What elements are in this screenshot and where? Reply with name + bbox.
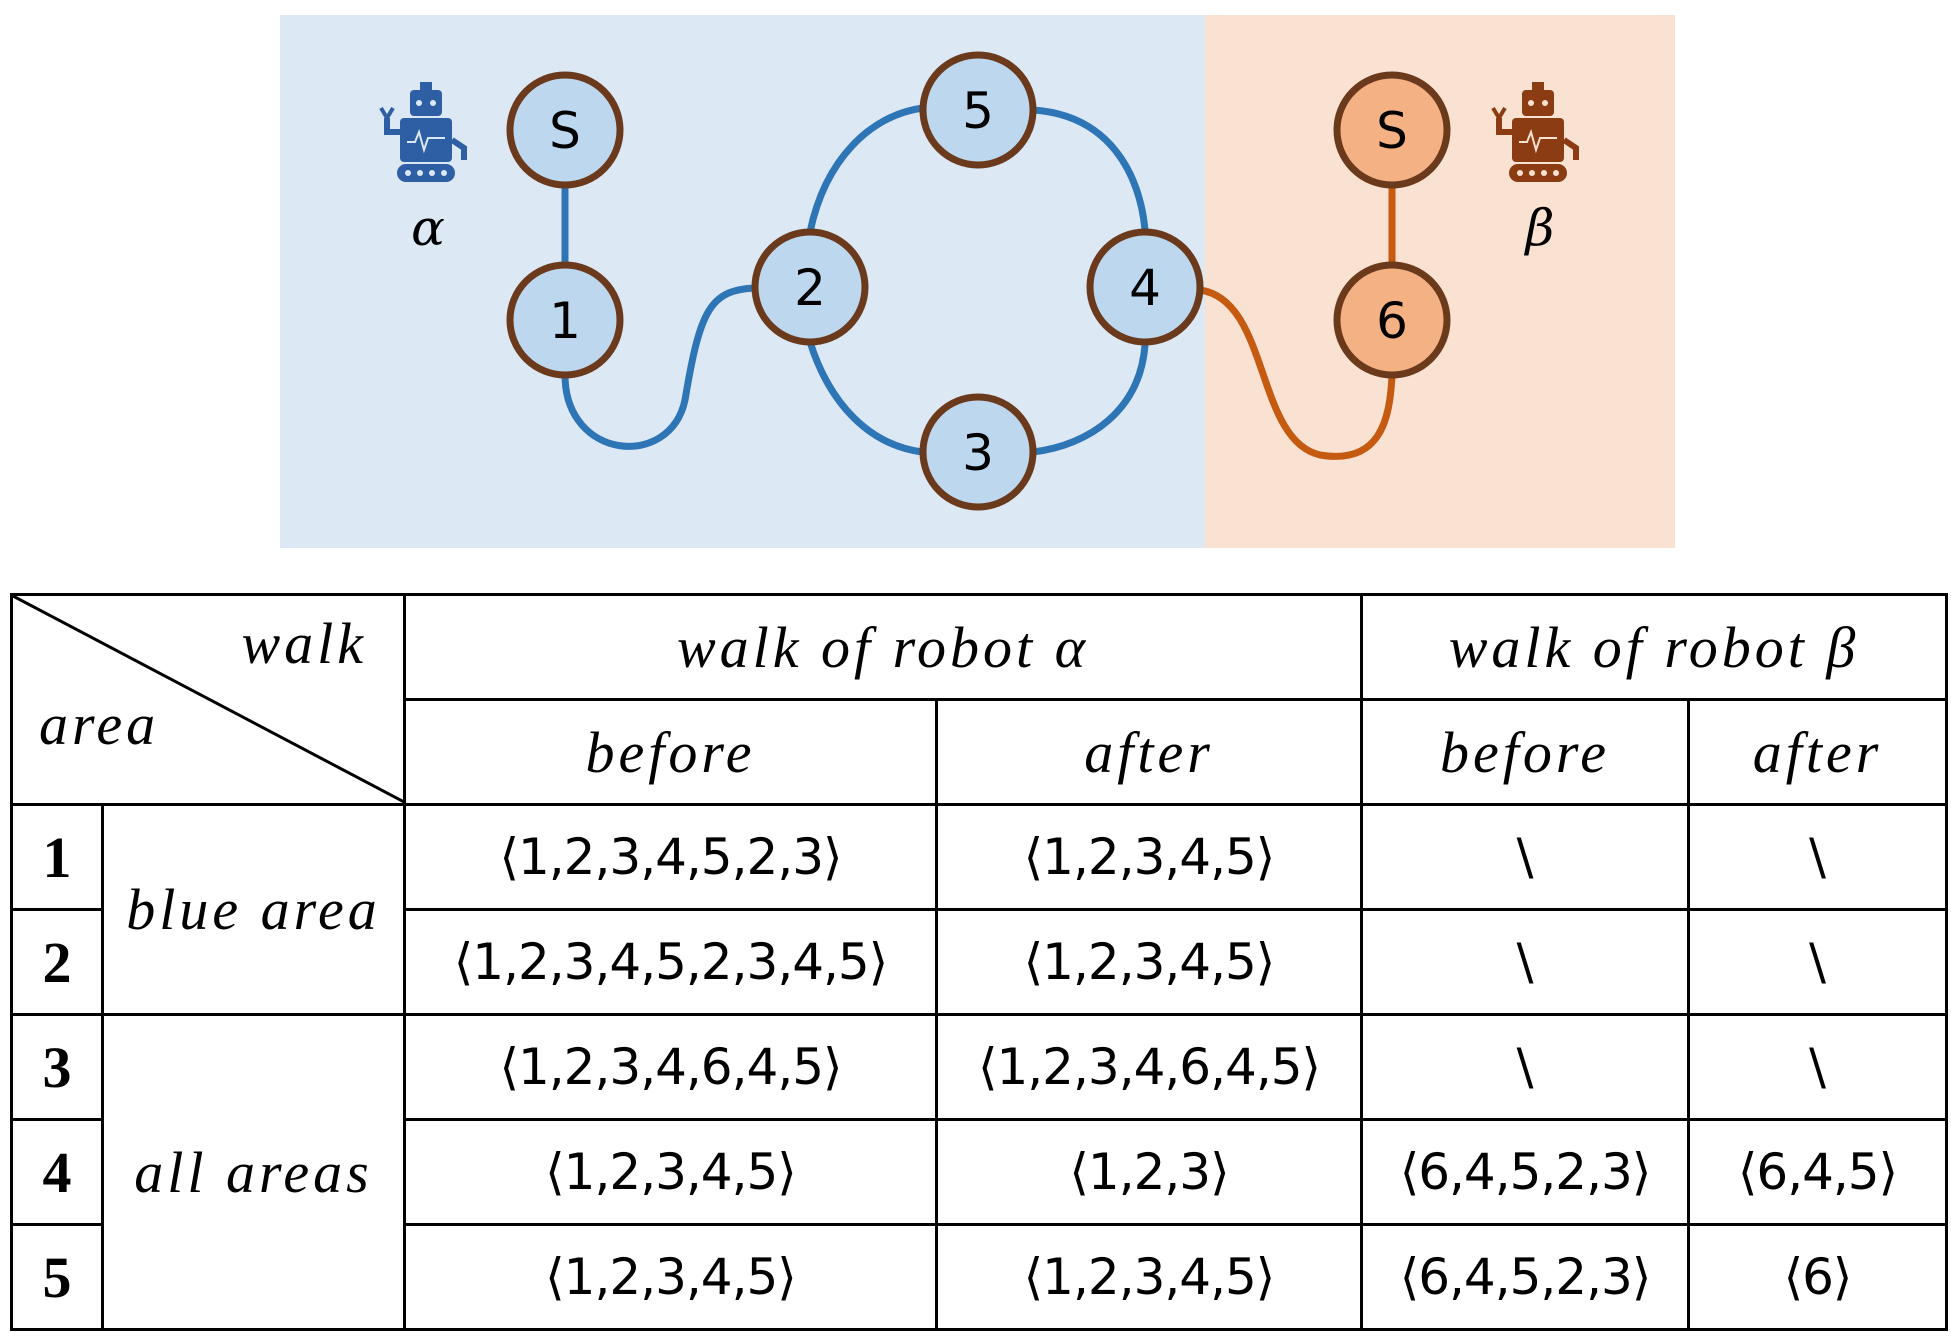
row-number: 3 — [10, 1013, 104, 1121]
area-label-all: all areas — [101, 1013, 406, 1331]
header-walk-alpha: walk of robot α — [402, 593, 1364, 701]
edge-1-2 — [561, 284, 759, 450]
svg-text:6: 6 — [1376, 292, 1408, 350]
node-3: 3 — [919, 393, 1037, 511]
node-5: 5 — [919, 51, 1037, 169]
header-row-1: walk area walk of robot α walk of robot … — [10, 593, 1949, 806]
cell-alpha-after: ⟨1,2,3,4,5⟩ — [934, 908, 1364, 1016]
cell-beta-before: \ — [1360, 908, 1691, 1016]
header-walk-beta: walk of robot β — [1360, 593, 1949, 701]
cell-beta-before: ⟨6,4,5,2,3⟩ — [1360, 1118, 1691, 1226]
row-number: 1 — [10, 803, 104, 911]
cell-beta-before: \ — [1360, 1013, 1691, 1121]
cell-beta-after: ⟨6,4,5⟩ — [1687, 1118, 1949, 1226]
node-s-alpha: S — [506, 71, 624, 189]
walk-table-wrapper: walk area walk of robot α walk of robot … — [10, 593, 1949, 1331]
robot-alpha-label: α — [411, 199, 445, 257]
cell-alpha-after: ⟨1,2,3,4,5⟩ — [934, 803, 1364, 911]
cell-beta-after: ⟨6⟩ — [1687, 1223, 1949, 1331]
cell-beta-before: \ — [1360, 803, 1691, 911]
cell-beta-after: \ — [1687, 803, 1949, 911]
svg-text:S: S — [549, 102, 581, 160]
svg-text:1: 1 — [549, 292, 581, 350]
cell-alpha-before: ⟨1,2,3,4,5,2,3⟩ — [403, 803, 938, 911]
table-row: 5 ⟨1,2,3,4,5⟩ ⟨1,2,3,4,5⟩ ⟨6,4,5,2,3⟩ ⟨6… — [10, 1223, 1949, 1331]
row-number: 4 — [10, 1118, 104, 1226]
orange-area — [1205, 15, 1675, 548]
svg-text:4: 4 — [1129, 259, 1161, 317]
table-row: 4 ⟨1,2,3,4,5⟩ ⟨1,2,3⟩ ⟨6,4,5,2,3⟩ ⟨6,4,5… — [10, 1118, 1949, 1226]
edge-2-5 — [806, 104, 927, 236]
graph-diagram: S 1 2 5 3 4 S 6 — [280, 15, 1675, 548]
cell-beta-before: ⟨6,4,5,2,3⟩ — [1360, 1223, 1691, 1331]
edge-2-3 — [806, 338, 926, 456]
walk-table: walk area walk of robot α walk of robot … — [10, 593, 1949, 1331]
svg-text:2: 2 — [794, 259, 826, 317]
corner-header: walk area — [10, 593, 406, 806]
node-4: 4 — [1086, 228, 1204, 346]
edge-3-4 — [1029, 341, 1149, 456]
cell-beta-after: \ — [1687, 1013, 1949, 1121]
row-number: 5 — [10, 1223, 104, 1331]
robot-alpha-icon — [379, 82, 467, 182]
edge-5-4 — [1029, 106, 1149, 234]
cell-alpha-before: ⟨1,2,3,4,6,4,5⟩ — [403, 1013, 938, 1121]
corner-diagonal — [14, 597, 402, 802]
cell-alpha-after: ⟨1,2,3,4,6,4,5⟩ — [934, 1013, 1364, 1121]
cell-beta-after: \ — [1687, 908, 1949, 1016]
header-alpha-after: after — [934, 698, 1364, 806]
robot-beta-label: β — [1524, 199, 1555, 257]
node-6: 6 — [1333, 261, 1451, 379]
edge-4-6 — [1196, 286, 1396, 460]
node-s-beta: S — [1333, 71, 1451, 189]
node-1: 1 — [506, 261, 624, 379]
row-number: 2 — [10, 908, 104, 1016]
cell-alpha-before: ⟨1,2,3,4,5⟩ — [403, 1118, 938, 1226]
table-row: 1 blue area ⟨1,2,3,4,5,2,3⟩ ⟨1,2,3,4,5⟩ … — [10, 803, 1949, 1016]
node-2: 2 — [751, 228, 869, 346]
area-label-blue: blue area — [101, 803, 406, 1016]
svg-text:S: S — [1376, 102, 1408, 160]
cell-alpha-after: ⟨1,2,3,4,5⟩ — [934, 1223, 1364, 1331]
cell-alpha-before: ⟨1,2,3,4,5,2,3,4,5⟩ — [403, 908, 938, 1016]
cell-alpha-before: ⟨1,2,3,4,5⟩ — [403, 1223, 938, 1331]
table-row: 3 all areas ⟨1,2,3,4,6,4,5⟩ ⟨1,2,3,4,6,4… — [10, 1013, 1949, 1331]
robot-beta-icon — [1491, 82, 1579, 182]
svg-text:3: 3 — [962, 424, 994, 482]
header-beta-after: after — [1687, 698, 1949, 806]
table-row: 2 ⟨1,2,3,4,5,2,3,4,5⟩ ⟨1,2,3,4,5⟩ \ \ — [10, 908, 1949, 1016]
svg-text:5: 5 — [962, 82, 994, 140]
cell-alpha-after: ⟨1,2,3⟩ — [934, 1118, 1364, 1226]
corner-walk-label: walk — [241, 611, 367, 676]
header-row-2: before after before after — [12, 698, 1949, 806]
corner-area-label: area — [39, 692, 160, 757]
header-beta-before: before — [1360, 698, 1691, 806]
header-alpha-before: before — [403, 698, 938, 806]
